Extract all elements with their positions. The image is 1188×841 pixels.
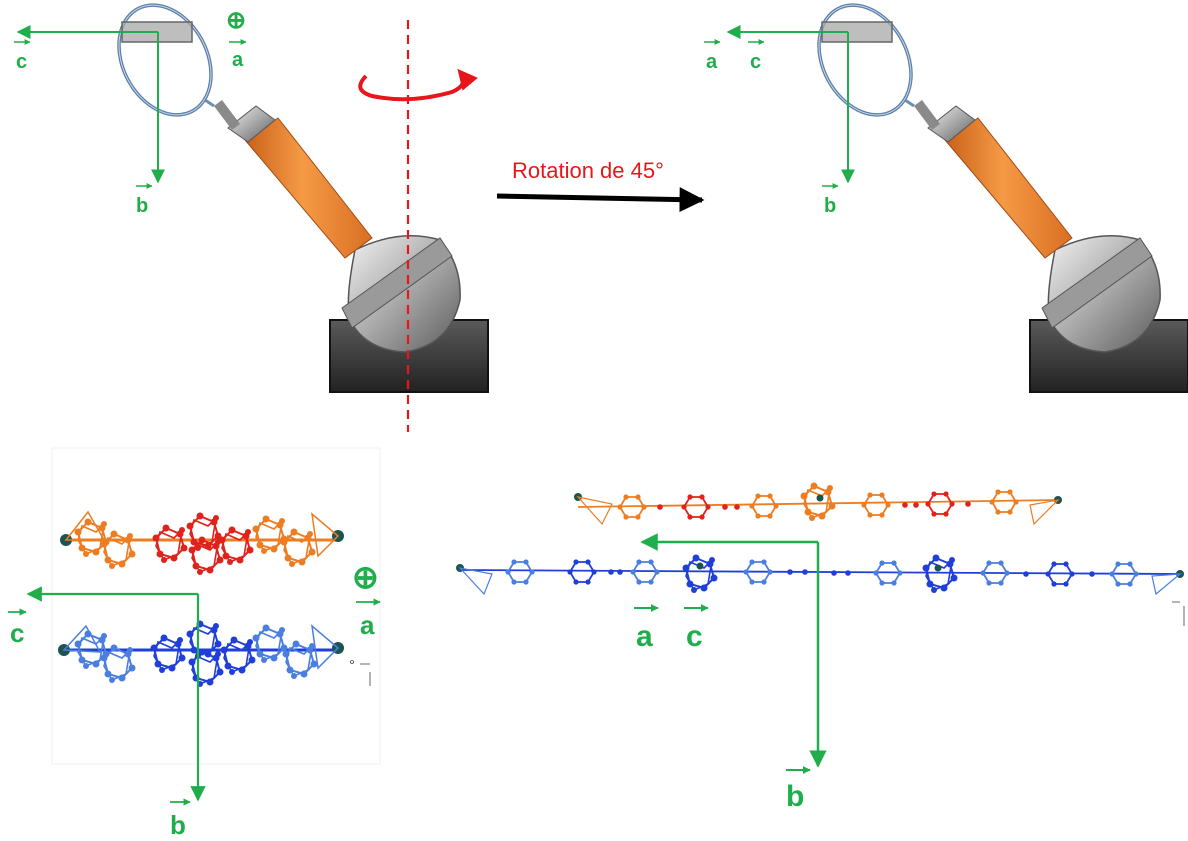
molecule-chain-bottom <box>58 619 344 688</box>
axes-frame-structure-before: c b ⊕ a <box>8 559 381 840</box>
rotation-direction-arrow <box>496 187 705 213</box>
mini-axes-triad <box>1172 601 1185 626</box>
axis-label-c: c <box>686 620 703 653</box>
axis-label-a: a <box>232 49 244 71</box>
structure-view-before <box>51 447 381 765</box>
axis-label-a: a <box>706 51 718 73</box>
axis-label-a: a <box>636 620 653 653</box>
axes-frame-structure-after: a c b <box>634 533 827 813</box>
axis-label-b: b <box>136 195 148 217</box>
axis-label-b: b <box>786 780 804 813</box>
axis-label-c: c <box>750 51 761 73</box>
molecule-chain-bottom <box>456 553 1184 596</box>
mini-axes-triad <box>350 660 371 686</box>
circled-plus-icon: ⊕ <box>226 7 246 34</box>
axis-label-c: c <box>10 618 24 648</box>
axis-label-b: b <box>824 195 836 217</box>
molecule-chain-top <box>60 510 344 576</box>
axis-label-c: c <box>16 51 27 73</box>
axis-label-a: a <box>360 610 375 640</box>
goniometer-after <box>798 0 1188 394</box>
axes-frame-after: a c b <box>704 25 855 217</box>
axes-frame-before: c b ⊕ a <box>14 7 247 217</box>
structure-view-after <box>456 481 1185 626</box>
rotation-arrow-icon <box>358 68 478 102</box>
circled-plus-icon: ⊕ <box>352 559 379 595</box>
molecule-chain-top <box>574 481 1062 526</box>
axis-label-b: b <box>170 810 186 840</box>
rotation-label: Rotation de 45° <box>512 158 664 183</box>
